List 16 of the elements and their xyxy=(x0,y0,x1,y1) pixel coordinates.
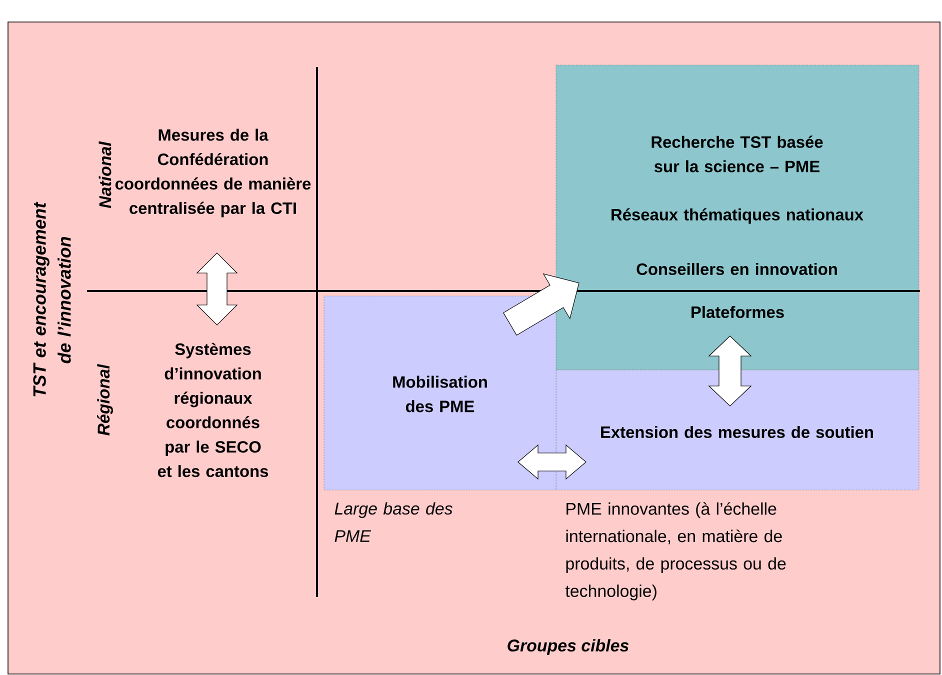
box-text: Réseaux thématiques nationaux xyxy=(612,208,864,224)
axis-title: Groupes cibles xyxy=(508,639,629,655)
row-label: Régional xyxy=(97,364,113,436)
block-arrow xyxy=(518,444,586,480)
column-label: PME innovantes (à l’échelle internationale, en matière de produits, de processus ou de technologie) xyxy=(565,502,786,600)
node-text: Plateformes xyxy=(692,306,784,318)
axis-title: TST et encouragement de l’innovation xyxy=(33,202,71,396)
box-text: Extension des mesures de soutien xyxy=(601,426,873,438)
row-label: National xyxy=(98,141,112,208)
box-text: Conseillers en innovation xyxy=(636,262,837,276)
block-arrow xyxy=(708,336,752,406)
box-text: Recherche TST basée sur la science – PME xyxy=(652,136,823,172)
node-text: Mesures de la Confédération coordonnées de manière centralisée par la CTI xyxy=(115,128,311,218)
block-arrow xyxy=(196,252,238,326)
box-text: Mobilisation des PME xyxy=(393,376,487,412)
node-text: Systèmes d’innovation régionaux coordonnés par le SECO et les cantons xyxy=(158,342,268,478)
